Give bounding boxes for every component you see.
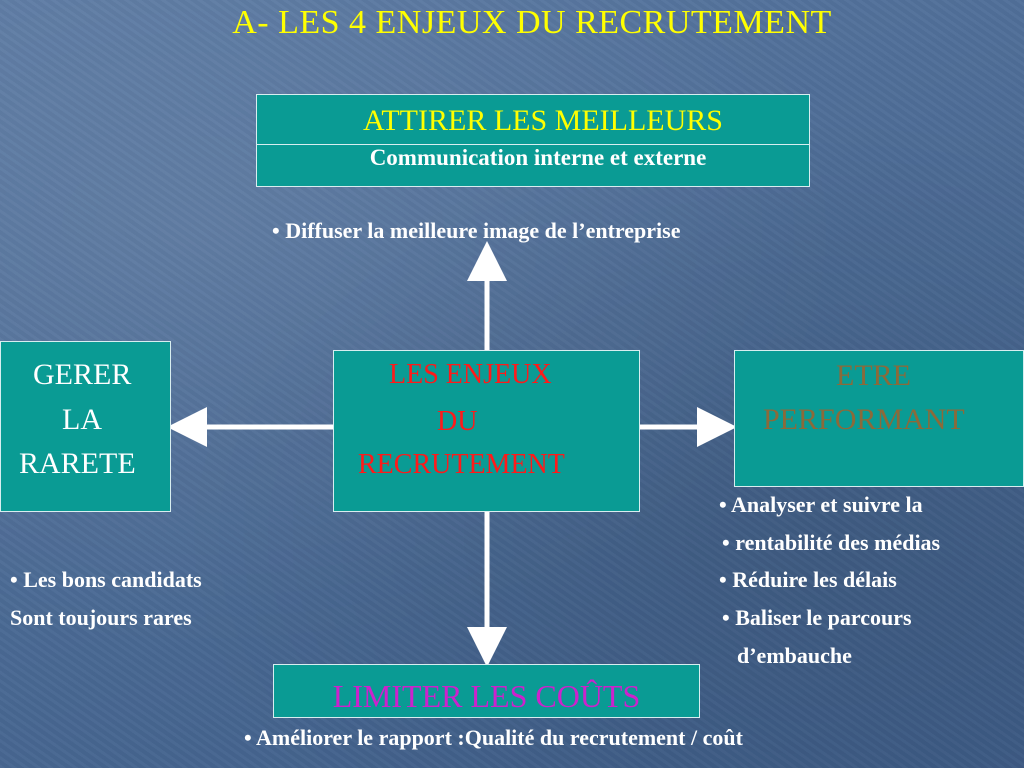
bullet-right-2: • rentabilité des médias: [722, 530, 941, 555]
bullet-right-4: • Baliser le parcours: [722, 605, 912, 630]
bullet-diffuser: • Diffuser la meilleure image de l’entre…: [272, 218, 681, 243]
bullet-right-5: d’embauche: [737, 643, 852, 668]
slide-title: A- LES 4 ENJEUX DU RECRUTEMENT: [232, 4, 832, 41]
box-attirer-heading: ATTIRER LES MEILLEURS: [257, 95, 809, 145]
box-center-line1: LES ENJEUX: [389, 359, 552, 390]
box-center-line3: RECRUTEMENT: [358, 449, 565, 480]
box-attirer: ATTIRER LES MEILLEURS Communication inte…: [256, 94, 810, 187]
box-enjeux-recrutement: LES ENJEUX DU RECRUTEMENT: [333, 350, 640, 512]
box-right-line2: PERFORMANT: [763, 403, 965, 436]
bullet-left-1: • Les bons candidats: [10, 567, 202, 592]
box-gerer-rarete: GERER LA RARETE: [0, 341, 171, 512]
box-etre-performant: ETRE PERFORMANT: [734, 350, 1024, 487]
bullet-right-1: • Analyser et suivre la: [719, 492, 923, 517]
box-gerer-line2: LA: [62, 403, 102, 436]
bullet-right-3: • Réduire les délais: [719, 567, 897, 592]
box-gerer-line3: RARETE: [19, 447, 136, 480]
box-right-line1: ETRE: [836, 359, 911, 392]
bullet-left-2: Sont toujours rares: [10, 605, 192, 630]
box-center-line2: DU: [437, 406, 478, 437]
box-limiter-couts: LIMITER LES COÛTS: [273, 664, 700, 718]
box-attirer-subheading: Communication interne et externe: [369, 145, 707, 170]
box-gerer-line1: GERER: [33, 358, 132, 391]
bullet-ameliorer: • Améliorer le rapport :Qualité du recru…: [244, 725, 743, 750]
